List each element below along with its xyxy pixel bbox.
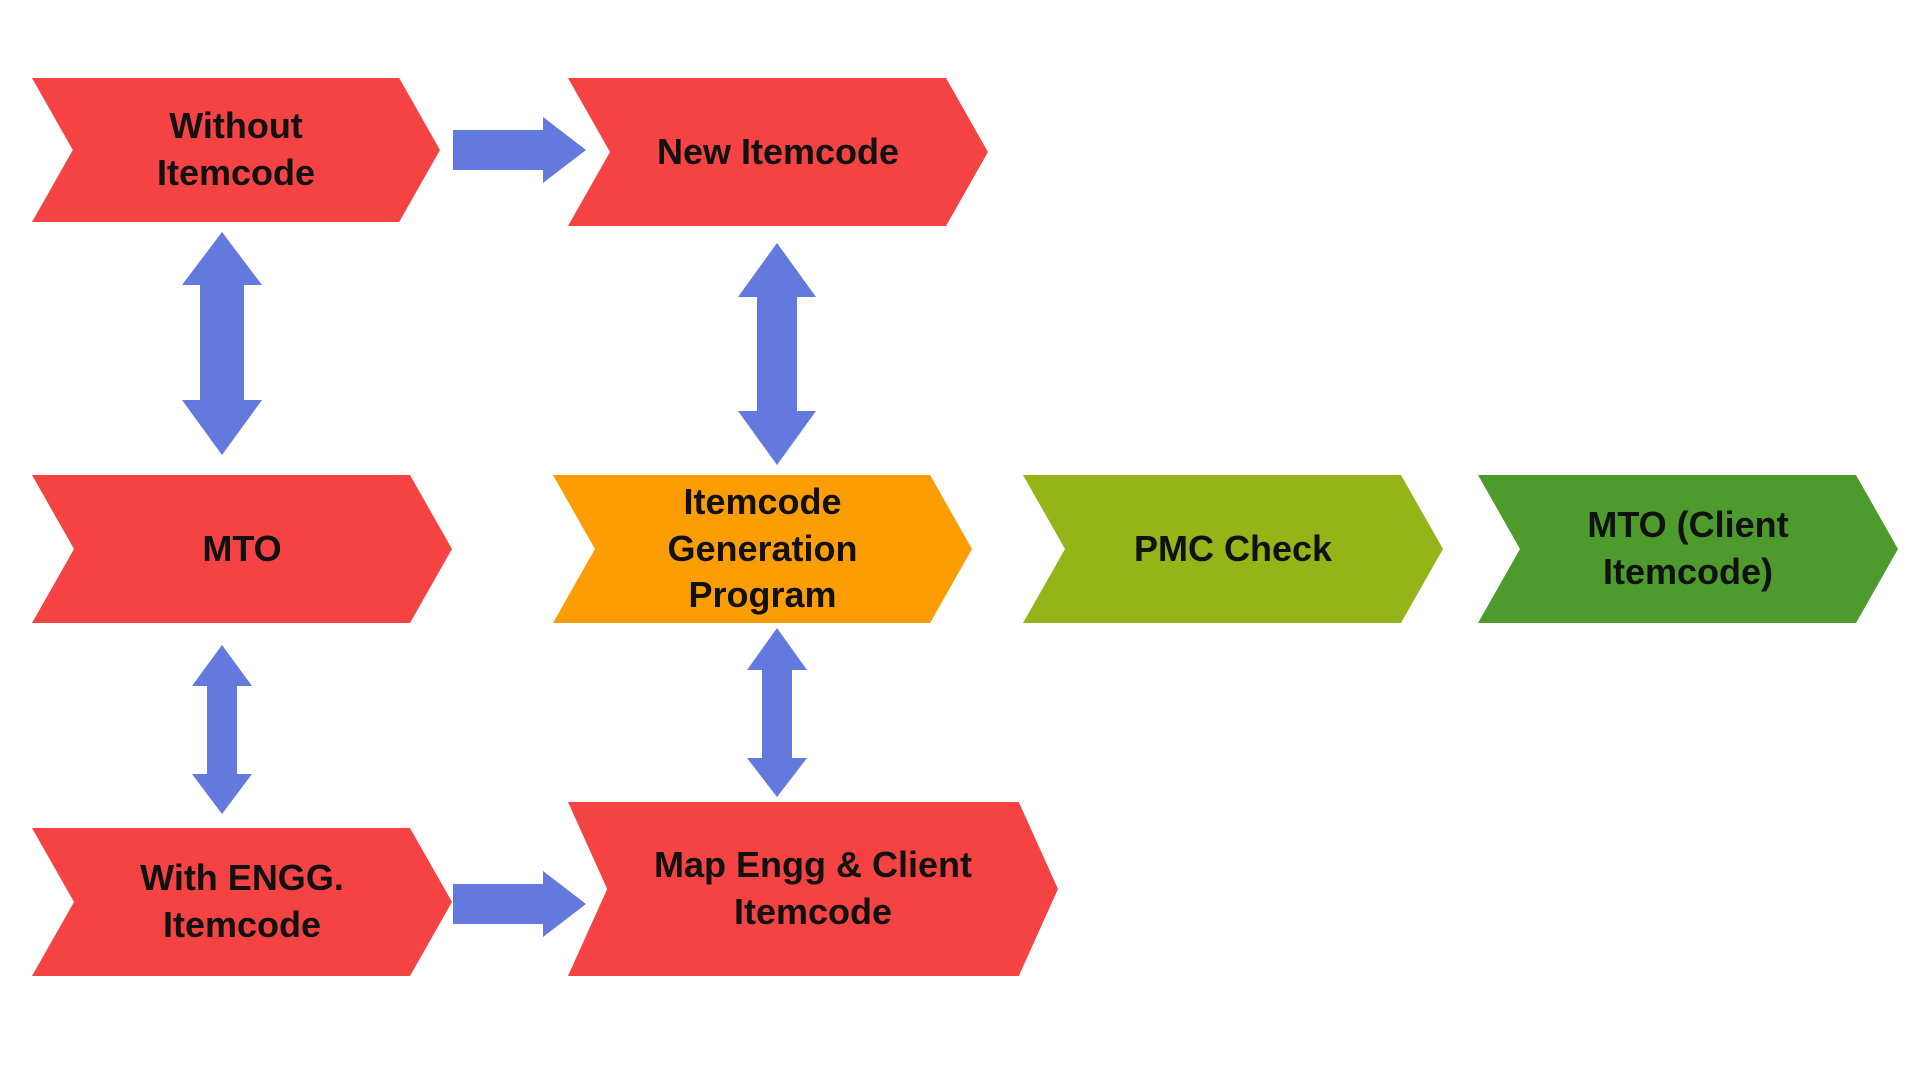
node-new-itemcode-label: New Itemcode xyxy=(656,130,900,172)
arrow-without-mto-bidirectional xyxy=(182,232,262,455)
node-without-itemcode: Without Itemcode xyxy=(32,78,440,222)
arrow-with-engg-to-map xyxy=(453,871,586,937)
node-pmc-check: PMC Check xyxy=(1023,475,1443,623)
node-pmc-check-label: PMC Check xyxy=(1133,527,1333,569)
node-map-engg-client-itemcode-label: Map Engg & Client Itemcode xyxy=(654,844,972,932)
node-with-engg-itemcode-label: With ENGG. Itemcode xyxy=(140,857,344,945)
node-itemcode-generation-program-label: Itemcode Generation Program xyxy=(667,480,858,616)
node-mto-label: MTO xyxy=(202,527,282,569)
arrow-without-to-new xyxy=(453,117,586,183)
node-map-engg-client-itemcode: Map Engg & Client Itemcode xyxy=(568,802,1058,976)
arrow-mto-with-engg-bidirectional xyxy=(192,645,252,814)
arrow-generation-map-bidirectional xyxy=(747,628,807,797)
node-with-engg-itemcode: With ENGG. Itemcode xyxy=(32,828,452,976)
node-mto: MTO xyxy=(32,475,452,623)
node-mto-client-itemcode: MTO (Client Itemcode) xyxy=(1478,475,1898,623)
node-itemcode-generation-program: Itemcode Generation Program xyxy=(553,475,972,623)
node-without-itemcode-label: Without Itemcode xyxy=(156,105,316,193)
node-new-itemcode: New Itemcode xyxy=(568,78,988,226)
node-mto-client-itemcode-label: MTO (Client Itemcode) xyxy=(1587,504,1789,592)
arrow-new-itemcode-generation-bidirectional xyxy=(738,243,816,465)
